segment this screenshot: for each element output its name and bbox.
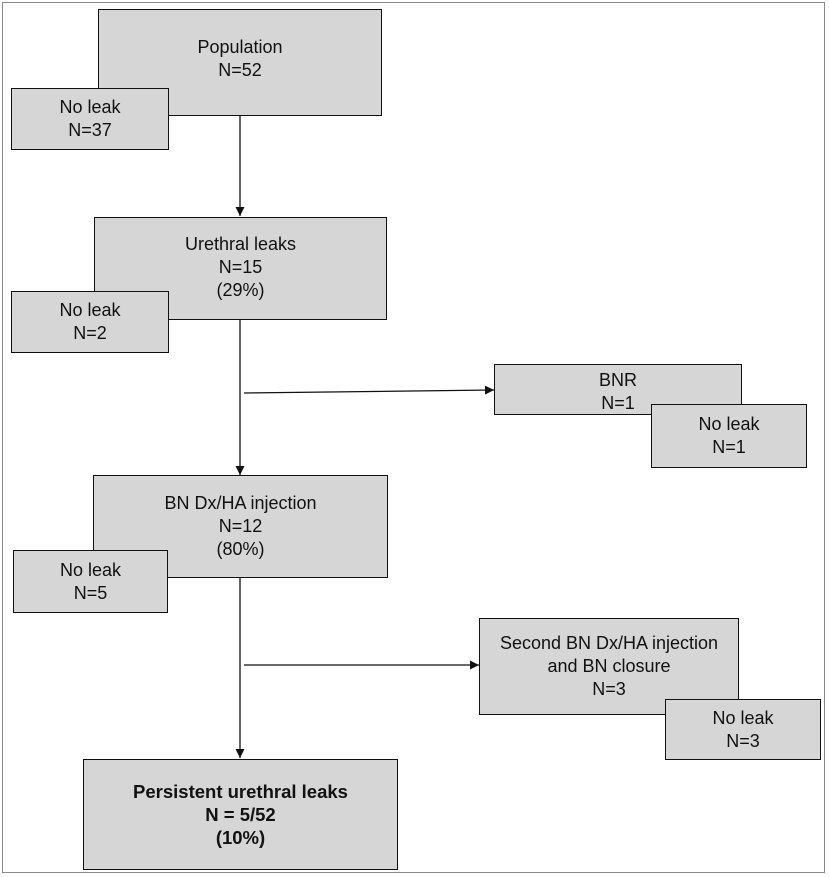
no-leak-label: No leak [59,300,121,320]
no-leak-box-1: No leak N=37 [11,88,169,150]
no-leak-box-second: No leak N=3 [665,699,821,760]
bn-injection-count: N=12 [218,516,263,536]
bn-injection-box: BN Dx/HA injection N=12 (80%) [93,475,388,578]
no-leak-label: No leak [698,414,760,434]
no-leak-box-2: No leak N=2 [11,291,169,353]
second-injection-label-2: and BN closure [547,656,671,676]
bn-injection-percent: (80%) [216,539,265,559]
no-leak-label: No leak [59,97,121,117]
no-leak-count: N=5 [73,582,108,603]
population-label: Population [197,36,283,57]
no-leak-count: N=37 [68,120,112,140]
no-leak-box-3: No leak N=5 [13,550,168,613]
arrow-to-bnr [243,385,495,395]
urethral-leaks-percent: (29%) [216,280,265,300]
persistent-leaks-label: Persistent urethral leaks [133,781,348,802]
population-box: Population N=52 [98,9,382,116]
bnr-count: N=1 [601,393,635,413]
urethral-leaks-label: Urethral leaks [184,234,297,254]
second-injection-label-1: Second BN Dx/HA injection [499,633,719,653]
no-leak-label: No leak [712,707,774,728]
second-injection-count: N=3 [592,679,626,699]
no-leak-count: N=3 [726,730,760,751]
persistent-leaks-percent: (10%) [215,827,266,848]
no-leak-label: No leak [59,559,122,580]
persistent-leaks-count: N = 5/52 [205,804,276,825]
no-leak-count: N=2 [73,323,107,343]
bn-injection-label: BN Dx/HA injection [164,493,317,513]
second-injection-box: Second BN Dx/HA injection and BN closure… [479,618,739,715]
population-count: N=52 [218,59,262,80]
persistent-leaks-box: Persistent urethral leaks N = 5/52 (10%) [83,759,398,870]
urethral-leaks-count: N=15 [218,257,263,277]
no-leak-box-bnr: No leak N=1 [651,404,807,468]
bnr-label: BNR [598,370,637,390]
no-leak-count: N=1 [712,437,746,457]
